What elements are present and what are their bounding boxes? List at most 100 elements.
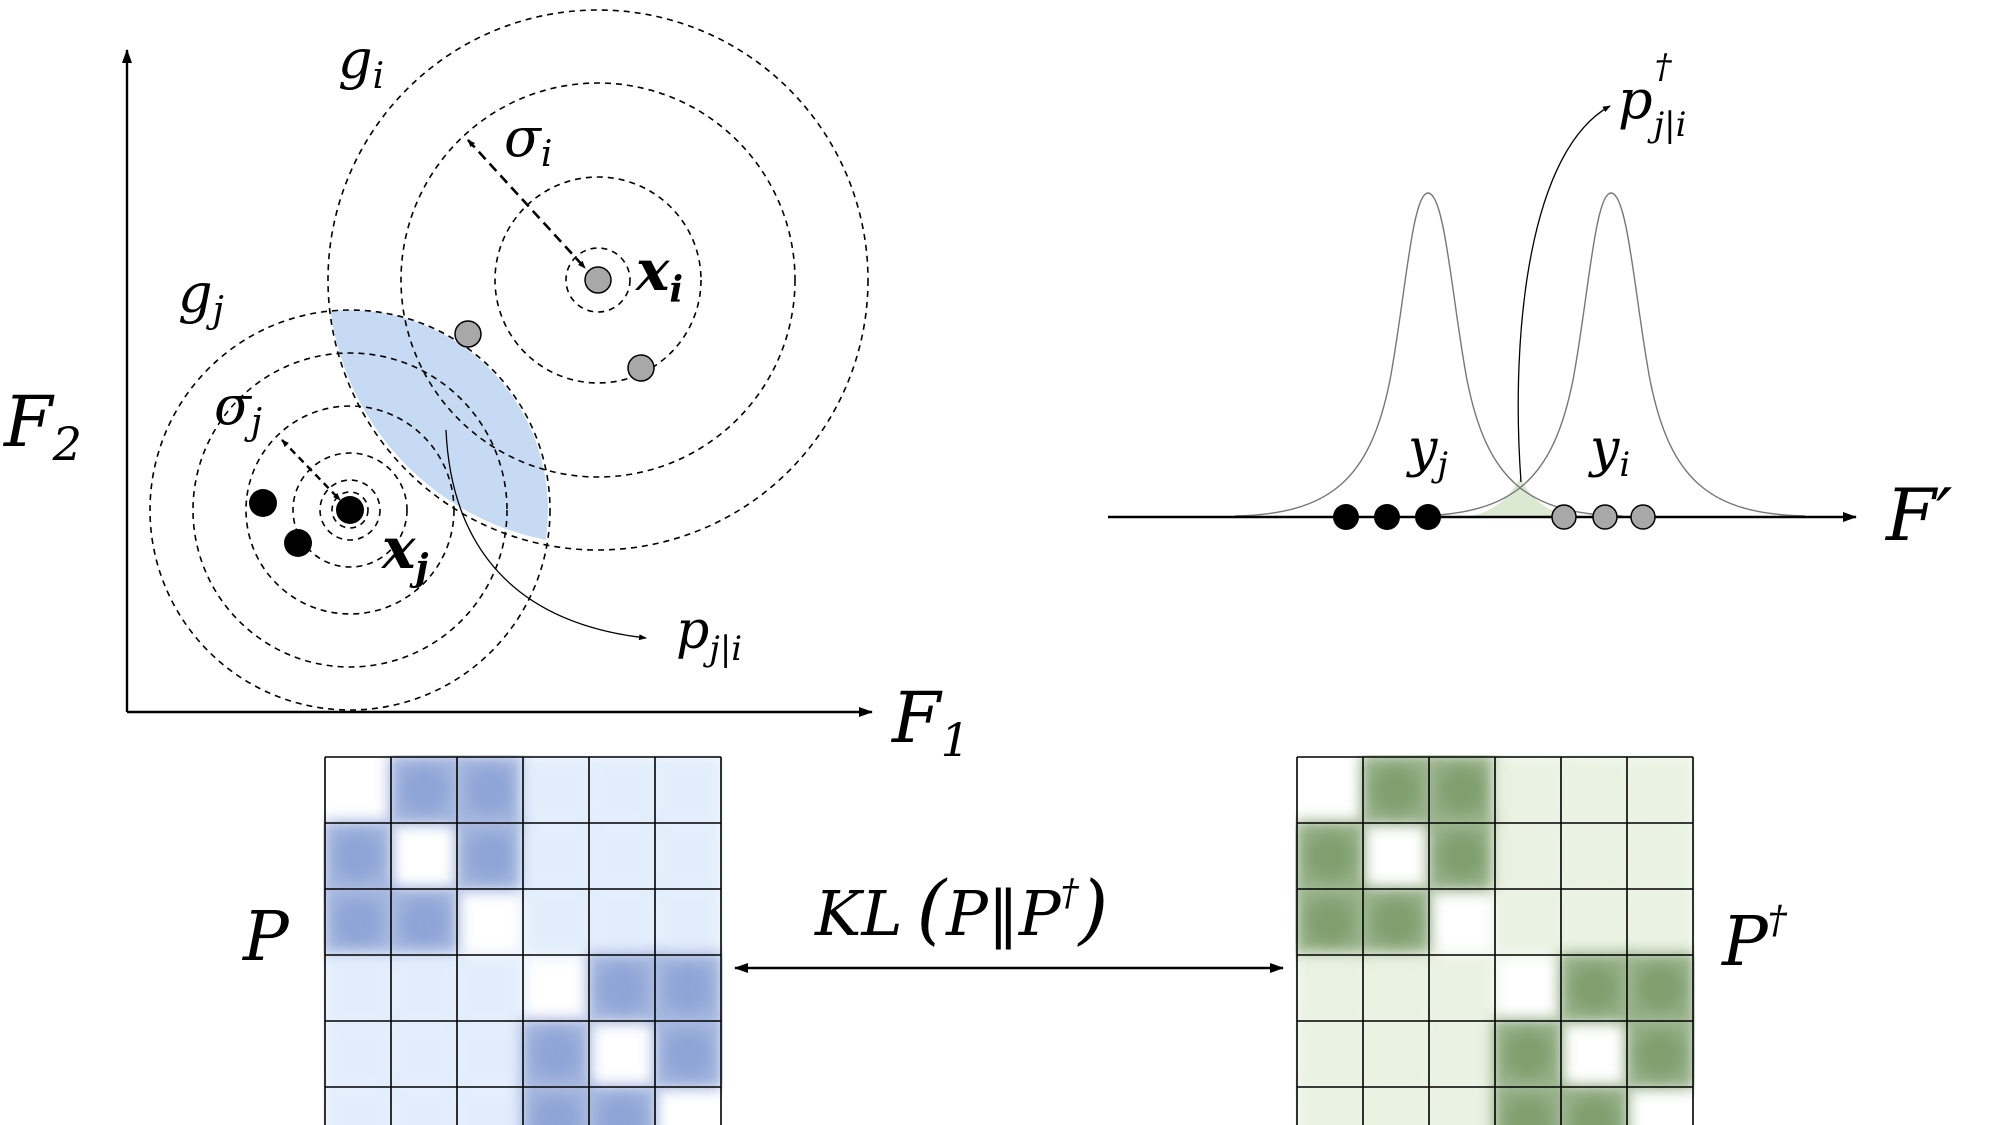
matrix-p-dagger-cell-core (1506, 1098, 1550, 1125)
black-point (249, 489, 277, 517)
matrix-p-cell (587, 755, 657, 825)
f-prime-label: F′ (1884, 473, 1952, 557)
matrix-p-dagger-cell-core (1638, 1032, 1682, 1076)
gray-point (454, 320, 482, 348)
matrix-p-cell (455, 1019, 525, 1089)
matrix-p-cell-core (666, 1032, 710, 1076)
matrix-p-dagger-cell (1295, 1019, 1365, 1089)
high-dim-panel: gi gj σi σj xi xj pj|i F1 F2 (2, 9, 970, 767)
matrix-p-dagger-cell-core (1638, 966, 1682, 1010)
matrix-p-cell (587, 887, 657, 957)
sigma-i-arrow (467, 139, 586, 269)
matrix-p-dagger-cell (1625, 887, 1695, 957)
matrix-p-dagger-cell-core (1506, 1032, 1550, 1076)
gaussian-j (1234, 192, 1623, 517)
matrix-p-cell (587, 821, 657, 891)
y-i-label: yi (1588, 419, 1630, 485)
sigma-j-label: σj (214, 374, 262, 443)
low-dim-panel: yj yi p†j|i F′ (1108, 47, 1952, 557)
matrix-p-dagger-cell (1361, 953, 1431, 1023)
matrix-p-dagger-cell (1295, 953, 1365, 1023)
black-point (1333, 504, 1359, 530)
matrix-p-dagger-cell-core (1572, 966, 1616, 1010)
gray-point (1592, 504, 1618, 530)
matrix-p-cell-core (402, 768, 446, 812)
gray-point (1551, 504, 1577, 530)
x-i-label: xi (635, 238, 683, 311)
matrix-p-dagger-cell (1625, 821, 1695, 891)
matrix-p-cell-core (402, 900, 446, 944)
matrix-p-cell-core (666, 966, 710, 1010)
cluster-j-contours (149, 309, 551, 711)
matrix-p-dagger-cell (1361, 1019, 1431, 1089)
matrix-p-dagger-cell-core (1308, 900, 1352, 944)
gaussian-i (1417, 192, 1806, 517)
matrix-p-dagger-cell (1625, 755, 1695, 825)
point-xi (584, 266, 612, 294)
matrix-p-cell (521, 755, 591, 825)
matrix-p-dagger-cell-core (1572, 1098, 1616, 1125)
embedding-overlap (1470, 478, 1570, 516)
matrix-p-cell (653, 821, 723, 891)
f2-label: F2 (2, 381, 82, 471)
pji-curve (445, 429, 647, 641)
matrix-p-cell (323, 953, 393, 1023)
matrix-p-dagger-cell (1559, 887, 1629, 957)
y-j-label: yj (1406, 419, 1448, 485)
matrix-p-dagger-cell (1427, 953, 1497, 1023)
matrix-p-dagger-cell (1559, 821, 1629, 891)
point-xj (336, 496, 364, 524)
sigma-i-label: σi (504, 106, 552, 175)
black-point (284, 529, 312, 557)
matrix-p-cell-core (600, 966, 644, 1010)
cluster-i-contours (327, 9, 869, 551)
matrix-p-cell (455, 953, 525, 1023)
matrix-p (323, 755, 723, 1125)
matrix-p-dagger-cell-core (1308, 834, 1352, 878)
matrix-p-dagger-cell-core (1440, 768, 1484, 812)
p-matrix-label: P (241, 898, 290, 977)
g-i-label: gi (338, 28, 384, 97)
matrix-p-cell-core (336, 834, 380, 878)
matrix-p-dagger-cell (1361, 1085, 1431, 1125)
matrix-p-dagger-cell-core (1440, 834, 1484, 878)
matrix-p-dagger-cell (1427, 1019, 1497, 1089)
matrix-p-cell (389, 953, 459, 1023)
matrix-p-dagger-cell (1295, 1085, 1365, 1125)
matrix-p-dagger-cell (1493, 755, 1563, 825)
g-j-label: gj (178, 262, 224, 331)
pji-dagger-curve (1517, 105, 1611, 483)
black-point (1415, 504, 1441, 530)
matrix-p-dagger-cell-core (1374, 900, 1418, 944)
x-j-label: xj (381, 516, 428, 589)
matrix-p-cells (323, 755, 723, 1125)
matrix-p-cell-core (468, 834, 512, 878)
matrix-p-cell-core (336, 900, 380, 944)
matrix-p-dagger-cell (1493, 887, 1563, 957)
matrix-p-cell (653, 755, 723, 825)
matrix-p-dagger-grid (1296, 756, 1694, 1125)
matrix-p-cell (521, 887, 591, 957)
sigma-j-arrow (281, 439, 341, 501)
matrix-p-dagger (1295, 755, 1695, 1125)
gray-point (1630, 504, 1656, 530)
black-point (1374, 504, 1400, 530)
matrix-p-cell (653, 887, 723, 957)
p-ji-label: pj|i (676, 601, 742, 669)
matrix-p-cell (323, 1085, 393, 1125)
f1-label: F1 (890, 677, 970, 767)
p-dagger-matrix-label: P† (1720, 898, 1788, 982)
matrix-p-cell-core (600, 1098, 644, 1125)
matrix-p-cell (323, 1019, 393, 1089)
matrix-p-cell (389, 1019, 459, 1089)
matrix-p-cell-core (534, 1098, 578, 1125)
matrix-p-cell (389, 1085, 459, 1125)
matrix-p-dagger-cells (1295, 755, 1695, 1125)
matrix-p-dagger-cell-core (1374, 768, 1418, 812)
kl-label: KL(P‖P†) (814, 864, 1108, 953)
p-ji-dagger-label: p†j|i (1618, 47, 1686, 145)
matrix-p-dagger-cell (1559, 755, 1629, 825)
matrix-p-cell (455, 1085, 525, 1125)
matrix-p-dagger-cell (1493, 821, 1563, 891)
